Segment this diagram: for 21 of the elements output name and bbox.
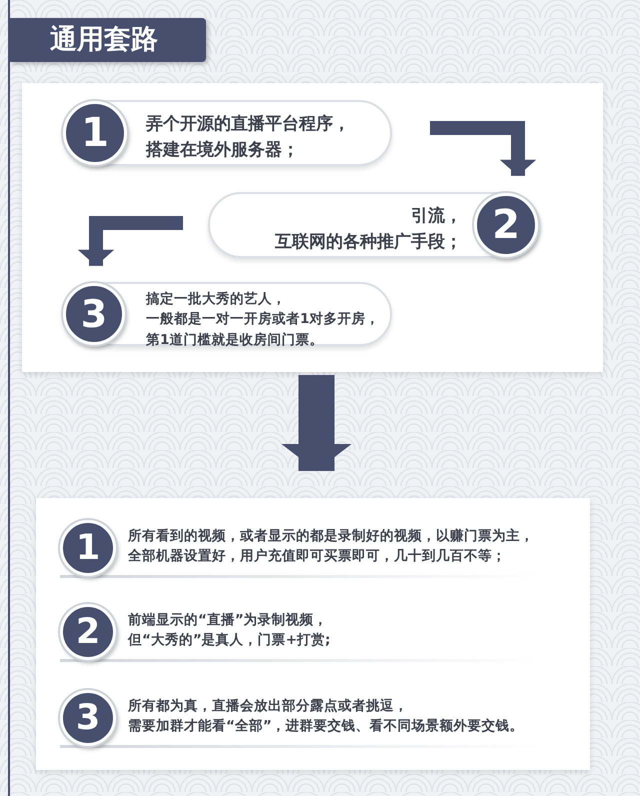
- step-number: 1: [63, 101, 127, 165]
- step-pill: [62, 282, 392, 346]
- step-text: 搞定一批大秀的艺人，一般都是一对一开房或者1对多开房，第1道门槛就是收房间门票。: [146, 290, 380, 350]
- title-banner: 通用套路: [10, 18, 206, 62]
- step-number: 2: [60, 604, 116, 660]
- step-text: 弄个开源的直播平台程序，搭建在境外服务器；: [146, 113, 351, 162]
- step-text: 前端显示的“直播”为录制视频，但“大秀的”是真人，门票+打赏;: [128, 611, 332, 650]
- arrow: [430, 121, 536, 176]
- step-pill: [62, 100, 392, 166]
- step-text: 所有都为真，直播会放出部分露点或者挑逗，需要加群才能看“全部”，进群要交钱、看不同场景额外要交钱。: [128, 697, 525, 736]
- content-panel: [36, 498, 590, 770]
- arrow: [281, 375, 352, 471]
- content-panel: [22, 83, 603, 372]
- step-number: 3: [63, 283, 125, 345]
- step-text: 引流，互联网的各种推广手段；: [274, 205, 462, 254]
- arrow: [78, 216, 183, 266]
- step-text: 所有看到的视频，或者显示的都是录制好的视频，以赚门票为主，全部机器设置好，用户充值即可买票即可，几十到几百不等；: [128, 527, 535, 566]
- step-number: 3: [60, 690, 116, 746]
- step-pill: [208, 192, 540, 258]
- step-number: 2: [474, 193, 538, 257]
- step-number: 1: [60, 520, 116, 576]
